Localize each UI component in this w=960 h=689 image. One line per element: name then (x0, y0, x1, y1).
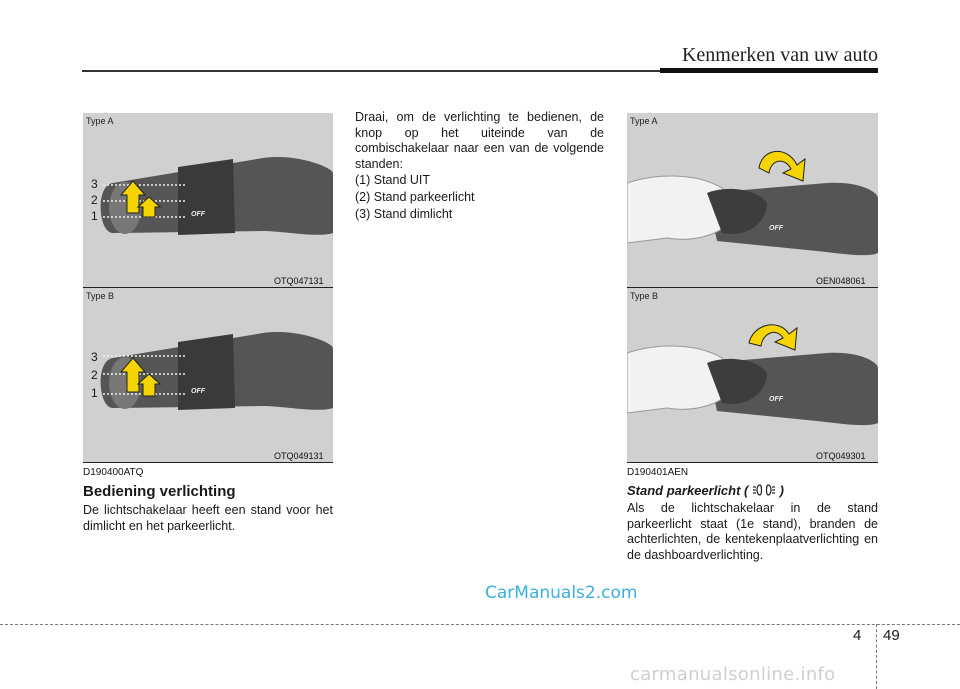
off-label: OFF (769, 396, 783, 403)
position-label-2: 2 (91, 193, 98, 207)
off-label: OFF (191, 388, 205, 395)
light-switch-stalk-illustration (100, 156, 333, 235)
list-item: (1) Stand UIT (355, 173, 431, 187)
watermark-link[interactable]: CarManuals2.com (485, 583, 638, 603)
section-id: D190400ATQ (83, 467, 144, 478)
list-item: (3) Stand dimlicht (355, 207, 453, 221)
figure-code: OTQ047131 (274, 276, 324, 286)
figure-type-label: Type A (86, 116, 114, 126)
position-label-2: 2 (91, 368, 98, 382)
footer-rule (0, 624, 960, 625)
section-id: D190401AEN (627, 467, 689, 478)
heading-prefix: Stand parkeerlicht ( (627, 483, 749, 498)
parking-light-icon (753, 484, 775, 496)
figure-type-label: Type A (630, 116, 658, 126)
figure-type-label: Type B (86, 291, 115, 301)
body-paragraph: Als de lichtschakelaar in de stand parke… (627, 501, 878, 562)
hand-turning-switch-illustration (627, 324, 878, 426)
position-label-1: 1 (91, 209, 98, 223)
figure-code: OTQ049131 (274, 451, 324, 461)
position-label-3: 3 (91, 177, 98, 191)
body-paragraph: De lichtschakelaar heeft een stand voor … (83, 503, 333, 533)
heading-suffix: ) (779, 483, 784, 498)
figure-type-a-stalk: Type A 3 2 1 OFF (83, 113, 333, 287)
switch-positions-list: (1) Stand UIT (2) Stand parkeerlicht (3)… (355, 172, 604, 223)
figure-rule (627, 462, 878, 463)
chapter-title: Kenmerken van uw auto (681, 44, 878, 66)
figure-rule (83, 287, 333, 288)
footer-divider (876, 624, 877, 689)
bottom-watermark: carmanualsonline.info (630, 664, 836, 685)
figure-rule (627, 287, 878, 288)
off-label: OFF (191, 211, 205, 218)
position-label-1: 1 (91, 386, 98, 400)
page-number: 49 (883, 627, 900, 644)
figure-type-b-stalk: Type B 3 2 1 OFF (83, 288, 333, 462)
figure-code: OTQ049301 (816, 451, 866, 461)
figure-rule (83, 462, 333, 463)
figure-type-b-hand: Type B OFF (627, 288, 878, 462)
figure-type-a-hand: Type A OFF (627, 113, 878, 287)
section-heading: Bediening verlichting (83, 483, 236, 500)
intro-paragraph: Draai, om de verlichting te bedienen, de… (355, 110, 604, 171)
header-rule-accent (660, 68, 878, 73)
off-label: OFF (769, 225, 783, 232)
figure-code: OEN048061 (816, 276, 866, 286)
position-label-3: 3 (91, 350, 98, 364)
light-switch-stalk-illustration (100, 331, 333, 410)
list-item: (2) Stand parkeerlicht (355, 190, 475, 204)
figure-type-label: Type B (630, 291, 659, 301)
section-heading: Stand parkeerlicht ( ) (627, 483, 784, 498)
header-rule (82, 70, 878, 72)
hand-turning-switch-illustration (627, 150, 878, 256)
chapter-number: 4 (853, 627, 862, 644)
